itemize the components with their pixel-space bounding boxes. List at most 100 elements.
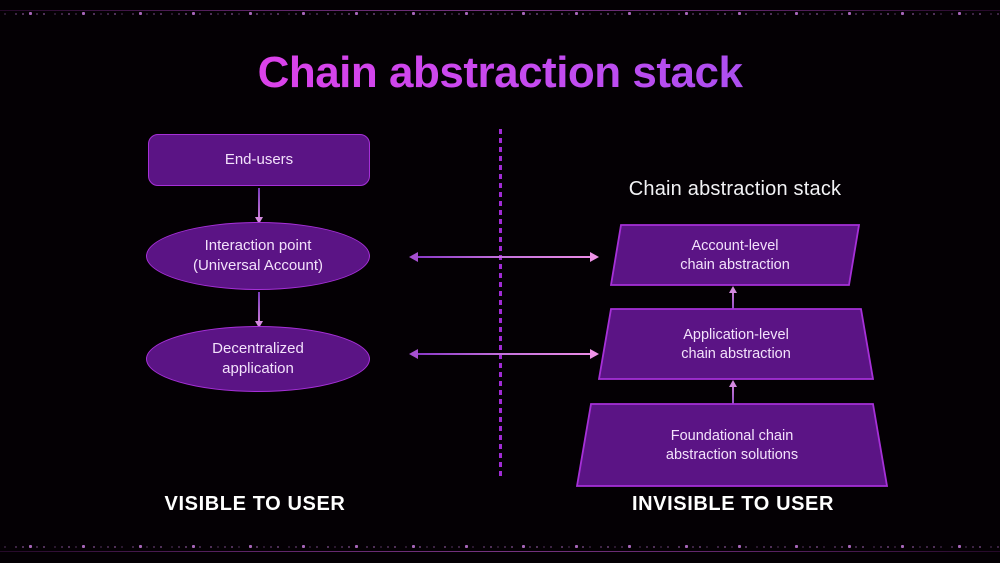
decorative-dot <box>316 13 318 15</box>
decorative-dot <box>451 546 453 548</box>
decorative-dot <box>68 13 70 15</box>
decorative-dot <box>36 546 38 548</box>
decorative-dot <box>405 546 407 548</box>
decorative-dot <box>426 13 428 15</box>
decorative-dot <box>756 13 758 15</box>
decorative-dot <box>834 13 836 15</box>
decorative-dot <box>912 13 914 15</box>
decorative-dot <box>302 545 305 548</box>
decorative-dot <box>724 13 726 15</box>
decorative-dot <box>731 546 733 548</box>
decorative-line <box>0 551 1000 552</box>
decorative-dot <box>139 545 142 548</box>
decorative-dot <box>855 546 857 548</box>
decorative-dot <box>93 13 95 15</box>
decorative-dot <box>100 546 102 548</box>
decorative-dot <box>951 546 953 548</box>
decorative-dot <box>692 13 694 15</box>
decorative-dot <box>621 546 623 548</box>
decorative-dot <box>334 546 336 548</box>
decorative-dot <box>185 546 187 548</box>
decorative-dot <box>678 546 680 548</box>
decorative-dot <box>419 546 421 548</box>
decorative-dot <box>699 13 701 15</box>
decorative-dot <box>614 546 616 548</box>
decorative-dot <box>848 12 851 15</box>
decorative-dot <box>497 13 499 15</box>
decorative-dot <box>451 13 453 15</box>
connector-arrow-up-2 <box>729 380 737 412</box>
decorative-dot <box>522 545 525 548</box>
decorative-dot <box>653 13 655 15</box>
layer-account-level[interactable]: Account-level chain abstraction <box>610 224 860 286</box>
node-end-users[interactable]: End-users <box>148 134 370 186</box>
node-decentralized-application[interactable]: Decentralized application <box>146 326 370 392</box>
decorative-dot <box>699 546 701 548</box>
decorative-dot <box>4 13 6 15</box>
decorative-dot <box>607 13 609 15</box>
decorative-dot <box>894 13 896 15</box>
decorative-dot <box>990 546 992 548</box>
decorative-dot <box>646 546 648 548</box>
decorative-dot <box>419 13 421 15</box>
decorative-dot <box>107 13 109 15</box>
decorative-dot <box>770 13 772 15</box>
bidirectional-arrow-account-level <box>409 252 599 262</box>
decorative-dot <box>238 546 240 548</box>
bidirectional-arrow-application-level <box>409 349 599 359</box>
decorative-dot <box>309 546 311 548</box>
connector-arrow-down-2 <box>255 292 263 328</box>
decorative-dot <box>394 13 396 15</box>
decorative-dot <box>178 546 180 548</box>
decorative-dot <box>763 546 765 548</box>
decorative-dot <box>82 12 85 15</box>
node-interaction-point[interactable]: Interaction point (Universal Account) <box>146 222 370 290</box>
decorative-dot <box>784 13 786 15</box>
decorative-dot <box>263 13 265 15</box>
decorative-dot <box>504 546 506 548</box>
node-interaction-point-line2: (Universal Account) <box>192 257 324 274</box>
decorative-dot <box>724 546 726 548</box>
decorative-dot <box>536 546 538 548</box>
decorative-dot <box>54 13 56 15</box>
decorative-dot <box>178 13 180 15</box>
decorative-dot <box>224 13 226 15</box>
decorative-dot <box>114 13 116 15</box>
decorative-dot <box>75 13 77 15</box>
decorative-dot <box>217 13 219 15</box>
decorative-dot <box>192 545 195 548</box>
decorative-dot <box>862 546 864 548</box>
decorative-dot <box>302 12 305 15</box>
decorative-dot <box>380 13 382 15</box>
decorative-dot <box>600 13 602 15</box>
decorative-dot <box>199 13 201 15</box>
connector-arrow-up-1 <box>729 286 737 318</box>
decorative-dot <box>355 545 358 548</box>
decorative-dot <box>628 545 631 548</box>
layer-application-level[interactable]: Application-level chain abstraction <box>598 308 874 380</box>
decorative-dot <box>387 546 389 548</box>
decorative-dot <box>862 13 864 15</box>
decorative-dot <box>568 13 570 15</box>
decorative-dot <box>901 12 904 15</box>
decorative-dot <box>912 546 914 548</box>
decorative-dot <box>348 546 350 548</box>
connector-arrow-down-1 <box>255 188 263 224</box>
decorative-dot <box>36 13 38 15</box>
decorative-dot <box>575 545 578 548</box>
node-end-users-label: End-users <box>224 151 294 169</box>
decorative-dot <box>61 13 63 15</box>
decorative-dot <box>114 546 116 548</box>
decorative-dot <box>22 546 24 548</box>
decorative-dot <box>15 546 17 548</box>
decorative-dot <box>738 545 741 548</box>
decorative-dot <box>217 546 219 548</box>
decorative-dot <box>483 13 485 15</box>
caption-invisible-to-user: INVISIBLE TO USER <box>631 493 835 515</box>
decorative-dot <box>777 546 779 548</box>
decorative-dot <box>639 546 641 548</box>
decorative-dot <box>809 546 811 548</box>
decorative-dot <box>210 13 212 15</box>
decorative-dot <box>933 13 935 15</box>
layer-foundational[interactable]: Foundational chain abstraction solutions <box>576 403 888 487</box>
